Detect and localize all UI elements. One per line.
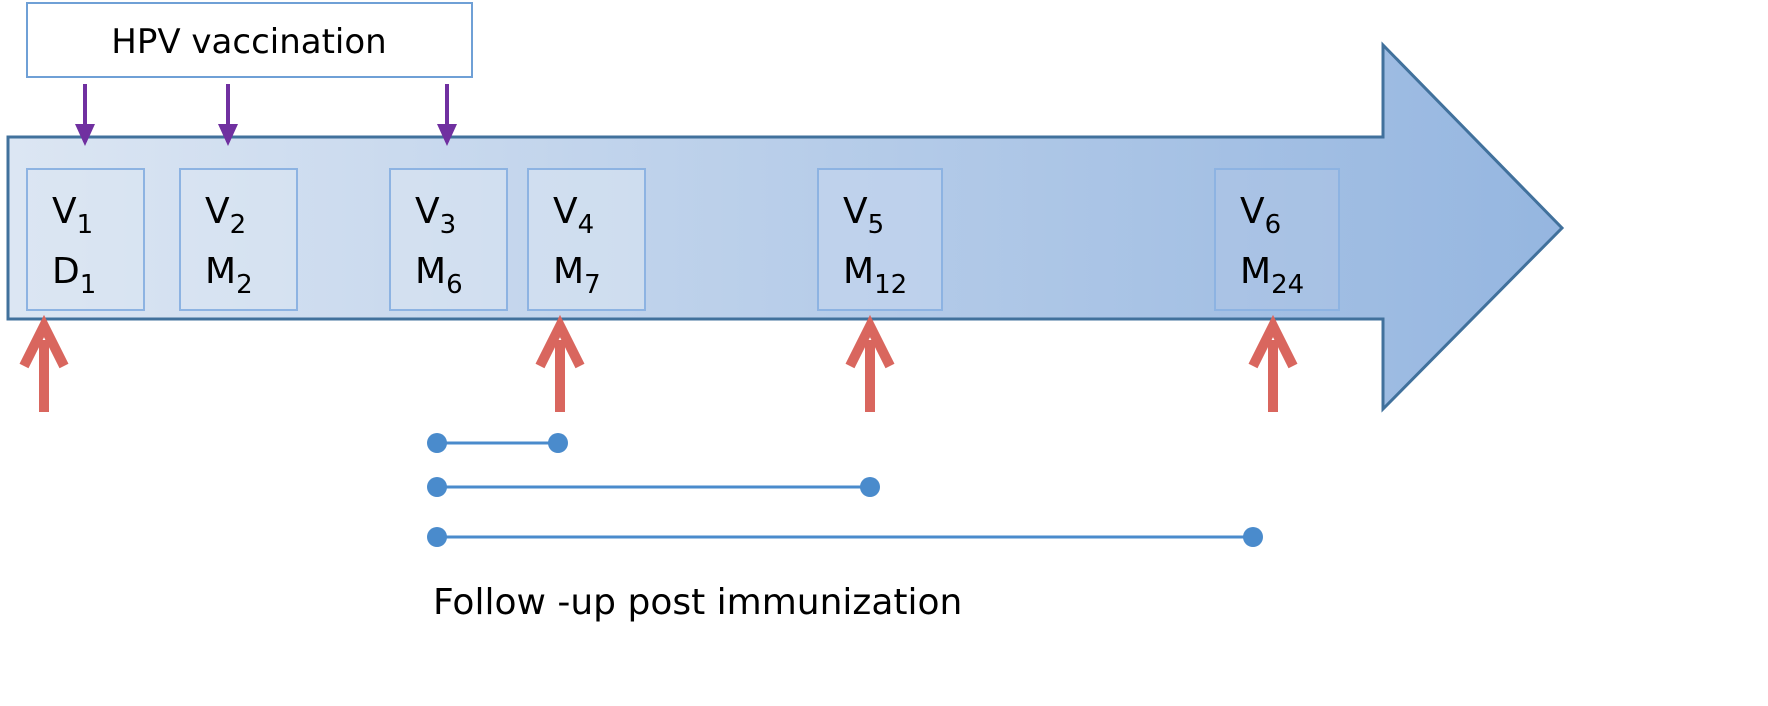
vaccination-label-box — [26, 2, 473, 78]
vaccination-label: HPV vaccination — [111, 22, 386, 62]
followup-interval-v3-v6 — [427, 527, 1263, 547]
followup-interval-v3-v5 — [427, 477, 880, 497]
sampling-arrow-v4 — [535, 314, 585, 412]
visit-box-v6: V6 M24 — [1214, 168, 1340, 311]
visit-box-v4: V4 M7 — [527, 168, 646, 311]
svg-text:V3: V3 — [415, 191, 456, 240]
visit-box-v1: V1 D1 — [26, 168, 145, 311]
svg-text:V4: V4 — [553, 191, 594, 240]
svg-text:M2: M2 — [205, 251, 253, 300]
vaccination-arrows — [75, 84, 457, 146]
sampling-arrow-v5 — [845, 314, 895, 412]
svg-text:M24: M24 — [1240, 251, 1304, 300]
svg-text:V2: V2 — [205, 191, 246, 240]
svg-text:V5: V5 — [843, 191, 884, 240]
followup-label: Follow -up post immunization — [433, 582, 962, 623]
sampling-arrows — [19, 314, 1298, 412]
sampling-arrow-v6 — [1248, 314, 1298, 412]
followup-intervals — [427, 433, 1263, 547]
svg-text:D1: D1 — [52, 251, 96, 300]
svg-text:M6: M6 — [415, 251, 463, 300]
timeline-arrow — [6, 41, 1565, 413]
visit-boxes: V1 D1 V2 M2 V3 M6 V4 M7 V5 M12 V6 M24 — [26, 168, 1340, 311]
sampling-arrow-v1 — [19, 314, 69, 412]
svg-text:V6: V6 — [1240, 191, 1281, 240]
svg-text:M12: M12 — [843, 251, 907, 300]
svg-text:V1: V1 — [52, 191, 93, 240]
svg-text:M7: M7 — [553, 251, 601, 300]
visit-box-v3: V3 M6 — [389, 168, 508, 311]
visit-box-v2: V2 M2 — [179, 168, 298, 311]
vaccination-arrowhead-v1 — [75, 124, 95, 146]
vaccination-arrowhead-v3 — [437, 124, 457, 146]
followup-interval-v3-v4 — [427, 433, 568, 453]
visit-box-v5: V5 M12 — [817, 168, 943, 311]
vaccination-arrowhead-v2 — [218, 124, 238, 146]
